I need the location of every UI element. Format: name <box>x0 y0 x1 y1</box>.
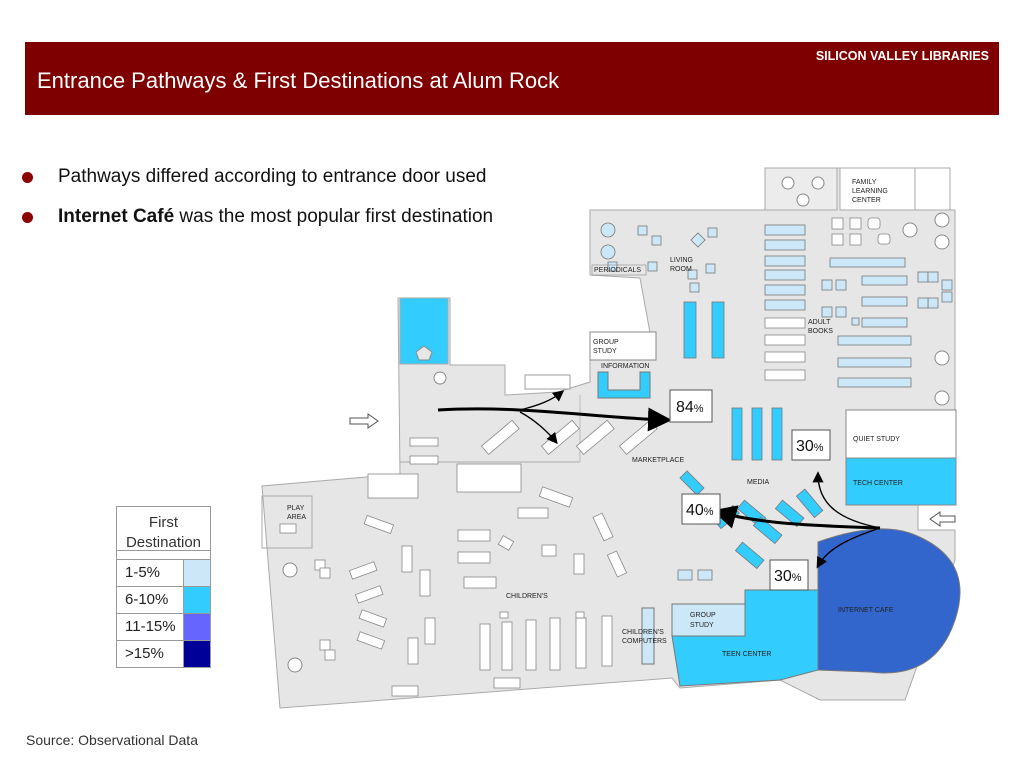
media-shelves <box>731 407 783 461</box>
round-tables <box>282 176 950 673</box>
upper-left-furniture <box>600 222 718 293</box>
legend-row: 1-5% <box>117 559 210 586</box>
center-shelves <box>683 301 725 359</box>
pct-value: 30 <box>774 568 792 585</box>
internet-cafe-label: INTERNET CAFE <box>838 607 894 614</box>
source-note: Source: Observational Data <box>26 732 198 748</box>
white-shelves <box>409 217 891 465</box>
pct-unit: % <box>814 442 824 454</box>
adult-books-label: ADULT <box>808 319 831 326</box>
group-study-bottom-label: GROUP <box>690 612 716 619</box>
tech-center-label: TECH CENTER <box>853 480 903 487</box>
tech-center-room <box>845 457 957 506</box>
childrens-computers-desk <box>641 607 655 665</box>
map-label: FAMILY <box>852 179 877 186</box>
percentage-30-bottom-box: 30% <box>769 559 809 591</box>
legend-title: First Destination <box>117 507 210 551</box>
information-desk <box>597 371 651 399</box>
teen-center-label: TEEN CENTER <box>722 651 771 658</box>
childrens-furniture <box>279 463 628 697</box>
childrens-computers-label: CHILDREN'S <box>622 629 664 636</box>
group-study-bottom-room <box>671 603 746 637</box>
childrens-label: CHILDREN'S <box>506 593 548 600</box>
bullet-text: was the most popular first destination <box>174 206 494 227</box>
svg-text:84%: 84% <box>676 399 704 416</box>
bullet-dot-icon <box>22 172 33 183</box>
play-area-room <box>261 495 313 549</box>
pct-value: 40 <box>686 502 704 519</box>
group-study-bottom-label: STUDY <box>690 622 714 629</box>
quiet-study-label: QUIET STUDY <box>853 436 900 443</box>
childrens-computers-label: COMPUTERS <box>622 638 667 645</box>
quiet-study-room <box>845 409 957 459</box>
childrens-small-furniture <box>677 569 713 581</box>
pct-unit: % <box>704 506 714 518</box>
page-title: Entrance Pathways & First Destinations a… <box>37 68 560 93</box>
percentage-84-box: 84% <box>669 389 713 423</box>
periodicals-label: PERIODICALS <box>594 267 641 274</box>
family-learning-room <box>839 167 951 211</box>
percentage-40-box: 40% <box>681 493 721 525</box>
legend-row-label: 6-10% <box>125 591 169 608</box>
bullet-list: Pathways differed according to entrance … <box>20 163 493 243</box>
legend-swatch <box>183 587 210 613</box>
svg-text:40%: 40% <box>686 502 714 519</box>
play-area-label: AREA <box>287 514 306 521</box>
slide-header: SILICON VALLEY LIBRARIES Entrance Pathwa… <box>25 42 999 115</box>
east-entrance-arrow-icon <box>929 511 956 527</box>
bullet-item-1: Pathways differed according to entrance … <box>20 163 493 203</box>
svg-text:30%: 30% <box>796 438 824 455</box>
play-area-label: PLAY <box>287 505 305 512</box>
legend-swatch <box>183 641 210 667</box>
adult-shelves <box>764 224 953 388</box>
bullet-dot-icon <box>22 212 33 223</box>
pct-unit: % <box>792 572 802 584</box>
group-study-top-room <box>589 331 657 361</box>
adult-books-label: BOOKS <box>808 328 833 335</box>
legend-title-line: Destination <box>125 534 202 551</box>
legend-row: 6-10% <box>117 586 210 613</box>
marketplace-label: MARKETPLACE <box>632 457 684 464</box>
map-label: LEARNING <box>852 188 888 195</box>
legend-row: >15% <box>117 640 210 667</box>
legend-row-label: 11-15% <box>125 618 176 635</box>
internet-cafe-zone <box>817 528 961 674</box>
pathway-arrows <box>437 390 881 569</box>
periodicals-box <box>591 264 647 276</box>
destination-legend: First Destination 1-5% 6-10% 11-15% >15% <box>116 506 211 668</box>
brand-name: SILICON VALLEY LIBRARIES <box>815 49 989 63</box>
legend-row-label: 1-5% <box>125 564 161 581</box>
group-study-label: GROUP <box>593 339 619 346</box>
svg-text:30%: 30% <box>774 568 802 585</box>
map-label: CENTER <box>852 197 881 204</box>
chair-icon <box>415 345 433 361</box>
bullet-text: Pathways differed according to entrance … <box>58 166 487 187</box>
west-entrance-arrow-icon <box>349 413 379 429</box>
bullet-item-2: Internet Café was the most popular first… <box>20 203 493 243</box>
family-learning-label: FAMILY LEARNING CENTER <box>852 179 888 204</box>
legend-swatch <box>183 560 210 586</box>
media-label: MEDIA <box>747 479 770 486</box>
group-study-label: STUDY <box>593 348 617 355</box>
legend-row: 11-15% <box>117 613 210 640</box>
legend-title-line: First <box>148 514 179 531</box>
living-room-label: ROOM <box>670 266 692 273</box>
pct-unit: % <box>694 403 704 415</box>
percentage-30-top-box: 30% <box>791 429 831 461</box>
information-label: INFORMATION <box>601 363 649 370</box>
pct-value: 30 <box>796 438 814 455</box>
legend-swatch <box>183 614 210 640</box>
living-room-label: LIVING <box>670 257 693 264</box>
pct-value: 84 <box>676 399 694 416</box>
legend-row-label: >15% <box>125 645 164 662</box>
bullet-bold: Internet Café <box>58 206 175 227</box>
